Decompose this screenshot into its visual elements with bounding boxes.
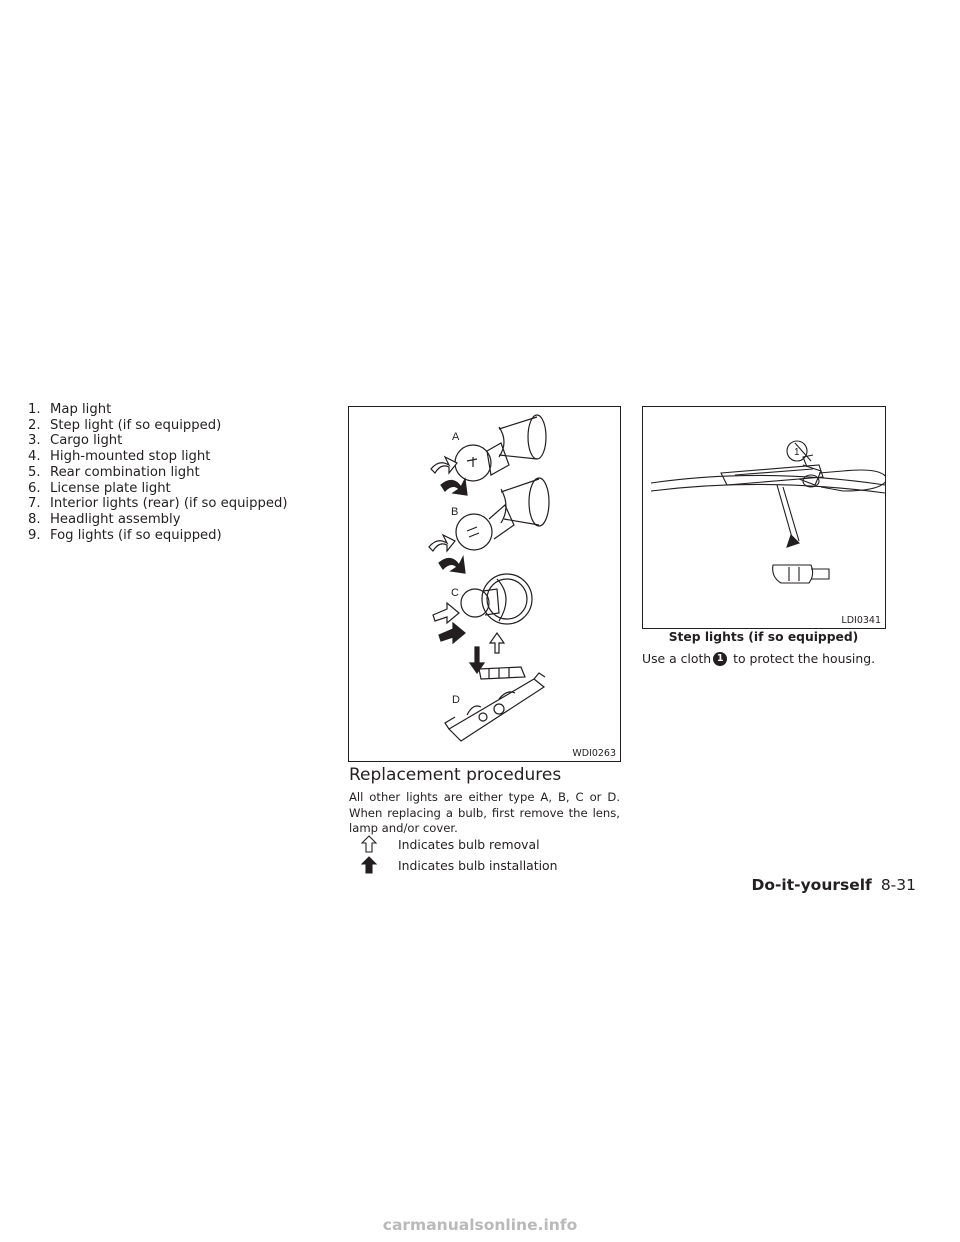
list-item: 4.High-mounted stop light xyxy=(28,449,211,465)
bulb-d-drawing xyxy=(444,666,546,742)
page-footer: Do-it-yourself 8-31 xyxy=(751,876,916,894)
figure-code: WDI0263 xyxy=(572,748,616,759)
list-item: 6.License plate light xyxy=(28,480,171,496)
install-arrow-c xyxy=(438,621,466,645)
watermark: carmanualsonline.info xyxy=(382,1216,578,1234)
label-c: C xyxy=(451,587,459,599)
legend-removal: Indicates bulb removal xyxy=(349,834,540,854)
label-a: A xyxy=(452,431,460,443)
list-item: 7.Interior lights (rear) (if so equipped… xyxy=(28,496,288,512)
step-instruction: Use a cloth 1 to protect the housing. xyxy=(642,651,876,666)
bulb-a-drawing xyxy=(454,414,547,482)
bulb-types-illustration: A B C D xyxy=(428,414,550,742)
figure-caption: Step lights (if so equipped) xyxy=(668,630,859,644)
bulb-types-figure: A B C D WDI0263 xyxy=(348,406,621,762)
removal-arrow-b xyxy=(428,533,456,553)
circled-number-1: 1 xyxy=(713,651,728,666)
section-heading: Replacement procedures xyxy=(349,765,562,785)
page-number: 8-31 xyxy=(880,876,916,894)
step-light-figure: 1 LDI0341 xyxy=(642,406,886,629)
list-item: 3.Cargo light xyxy=(28,433,123,449)
removal-arrow-c xyxy=(432,601,460,625)
step-light-illustration: 1 xyxy=(650,440,885,584)
list-item: 1.Map light xyxy=(28,402,112,417)
install-arrow-b xyxy=(438,554,466,574)
callout-1: 1 xyxy=(794,447,800,458)
label-b: B xyxy=(451,506,458,518)
list-item: 5.Rear combination light xyxy=(28,464,200,480)
replacement-paragraph: All other lights are either type A, B, C… xyxy=(349,790,620,836)
bulb-c-drawing xyxy=(460,573,533,625)
list-item: 9.Fog lights (if so equipped) xyxy=(28,527,222,543)
removal-arrow-a xyxy=(430,455,458,475)
list-item: 2.Step light (if so equipped) xyxy=(28,417,222,433)
figure-code: LDI0341 xyxy=(841,615,881,626)
label-d: D xyxy=(452,694,460,706)
install-arrow-a xyxy=(440,476,468,496)
install-arrow-d xyxy=(468,646,486,675)
legend-installation: Indicates bulb installation xyxy=(349,855,557,875)
list-item: 8.Headlight assembly xyxy=(28,511,181,527)
section-name: Do-it-yourself xyxy=(751,876,872,894)
removal-arrow-d xyxy=(488,631,506,654)
filled-arrow-up-icon xyxy=(349,855,389,875)
outline-arrow-up-icon xyxy=(349,834,389,854)
light-locations-list: 1.Map light 2.Step light (if so equipped… xyxy=(28,402,287,543)
bulb-b-drawing xyxy=(455,477,550,551)
